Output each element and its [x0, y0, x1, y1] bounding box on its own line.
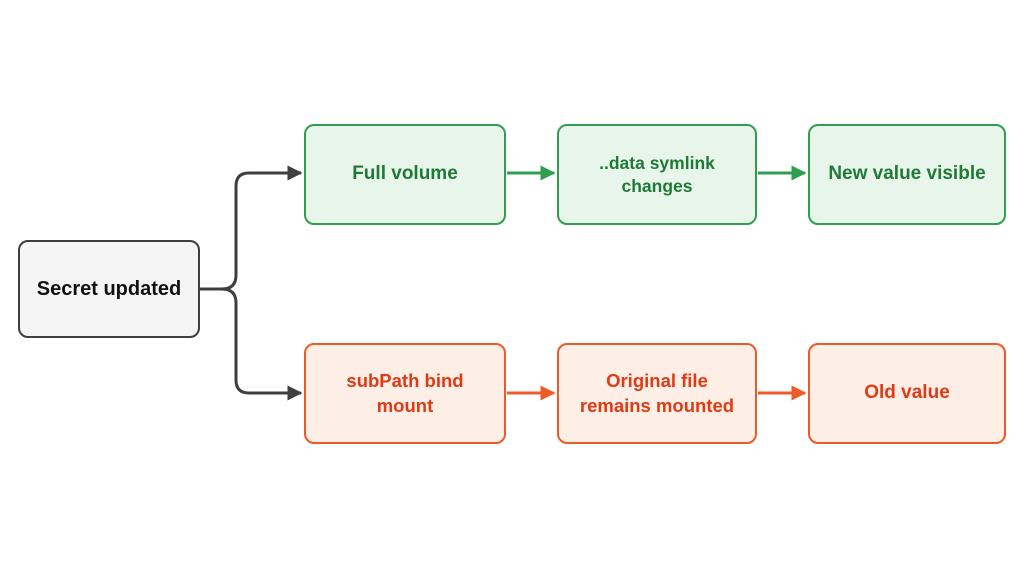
old-value-label: Old value	[864, 382, 950, 404]
secret-updated-label: Secret updated	[36, 278, 182, 300]
full-volume-node: Full volume	[304, 124, 506, 225]
original-file-label-line1: Original file	[606, 370, 708, 392]
symlink-changes-label: ..data symlink changes	[599, 152, 715, 196]
secret-updated-node: Secret updated	[18, 240, 200, 338]
subpath-bind-mount-node: subPath bind mount	[304, 343, 506, 444]
old-value-node: Old value	[808, 343, 1006, 444]
branch-arrow-lower	[221, 287, 303, 401]
original-file-node: Original file remains mounted	[557, 343, 757, 444]
full-volume-label: Full volume	[352, 163, 458, 185]
new-value-visible-label: New value visible	[828, 163, 986, 185]
original-file-label-line2: remains mounted	[579, 394, 735, 416]
subpath-bind-mount-label: subPath bind mount	[346, 370, 464, 416]
new-value-visible-node: New value visible	[808, 124, 1006, 225]
branch-arrow-upper	[221, 165, 303, 291]
symlink-changes-node: ..data symlink changes	[557, 124, 757, 225]
